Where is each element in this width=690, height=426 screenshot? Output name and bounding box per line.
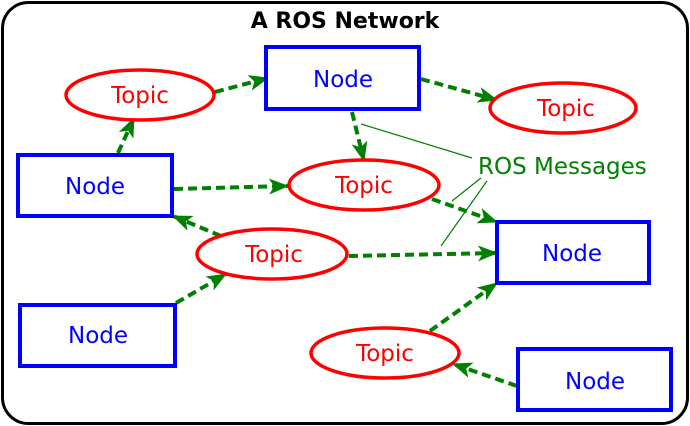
node-box: [18, 303, 177, 368]
topic-label: Topic: [355, 341, 414, 367]
edge-n2-to-t3: [173, 178, 289, 195]
edge-n5-to-t5: [452, 362, 518, 388]
topic-ellipse: [309, 326, 461, 380]
topic-t1[interactable]: Topic: [64, 68, 216, 122]
node-label: Node: [68, 323, 128, 349]
node-n3[interactable]: Node: [495, 220, 651, 285]
node-label: Node: [565, 369, 625, 395]
topic-ellipse: [64, 68, 216, 122]
topic-ellipse: [195, 227, 349, 281]
message-edges: [116, 75, 518, 388]
node-n1[interactable]: Node: [264, 45, 421, 111]
topic-label: Topic: [244, 242, 303, 268]
edge-n4-to-t4: [174, 272, 228, 305]
edge-n1-to-t3: [350, 111, 368, 162]
node-n2[interactable]: Node: [16, 153, 174, 218]
diagram-title: A ROS Network: [251, 9, 441, 34]
topic-label: Topic: [110, 83, 169, 109]
topic-label: Topic: [536, 96, 595, 122]
node-box: [516, 347, 673, 412]
topic-ellipse: [287, 158, 441, 212]
edge-n2-to-t1: [116, 117, 136, 154]
node-box: [264, 45, 421, 111]
node-label: Node: [542, 241, 602, 267]
topic-t3[interactable]: Topic: [287, 158, 441, 212]
callout-lines: [360, 123, 488, 247]
ros-messages-label: ROS Messages: [478, 154, 647, 180]
node-n5[interactable]: Node: [516, 347, 673, 412]
edge-t1-to-n1: [214, 75, 269, 94]
topic-t5[interactable]: Topic: [309, 326, 461, 380]
node-label: Node: [65, 174, 125, 200]
edge-t3-to-n3: [431, 197, 498, 224]
callout-line-2: [451, 177, 482, 202]
callout-line-3: [440, 180, 488, 247]
topic-t4[interactable]: Topic: [195, 227, 349, 281]
topic-ellipse: [488, 81, 638, 135]
node-label: Node: [313, 67, 373, 93]
topic-t2[interactable]: Topic: [488, 81, 638, 135]
edge-t4-to-n3: [348, 245, 498, 262]
node-n4[interactable]: Node: [18, 303, 177, 368]
node-box: [16, 153, 174, 218]
callout-line-1: [360, 123, 473, 159]
node-box: [495, 220, 651, 285]
topic-label: Topic: [334, 173, 393, 199]
edge-t4-to-n2: [172, 214, 222, 238]
